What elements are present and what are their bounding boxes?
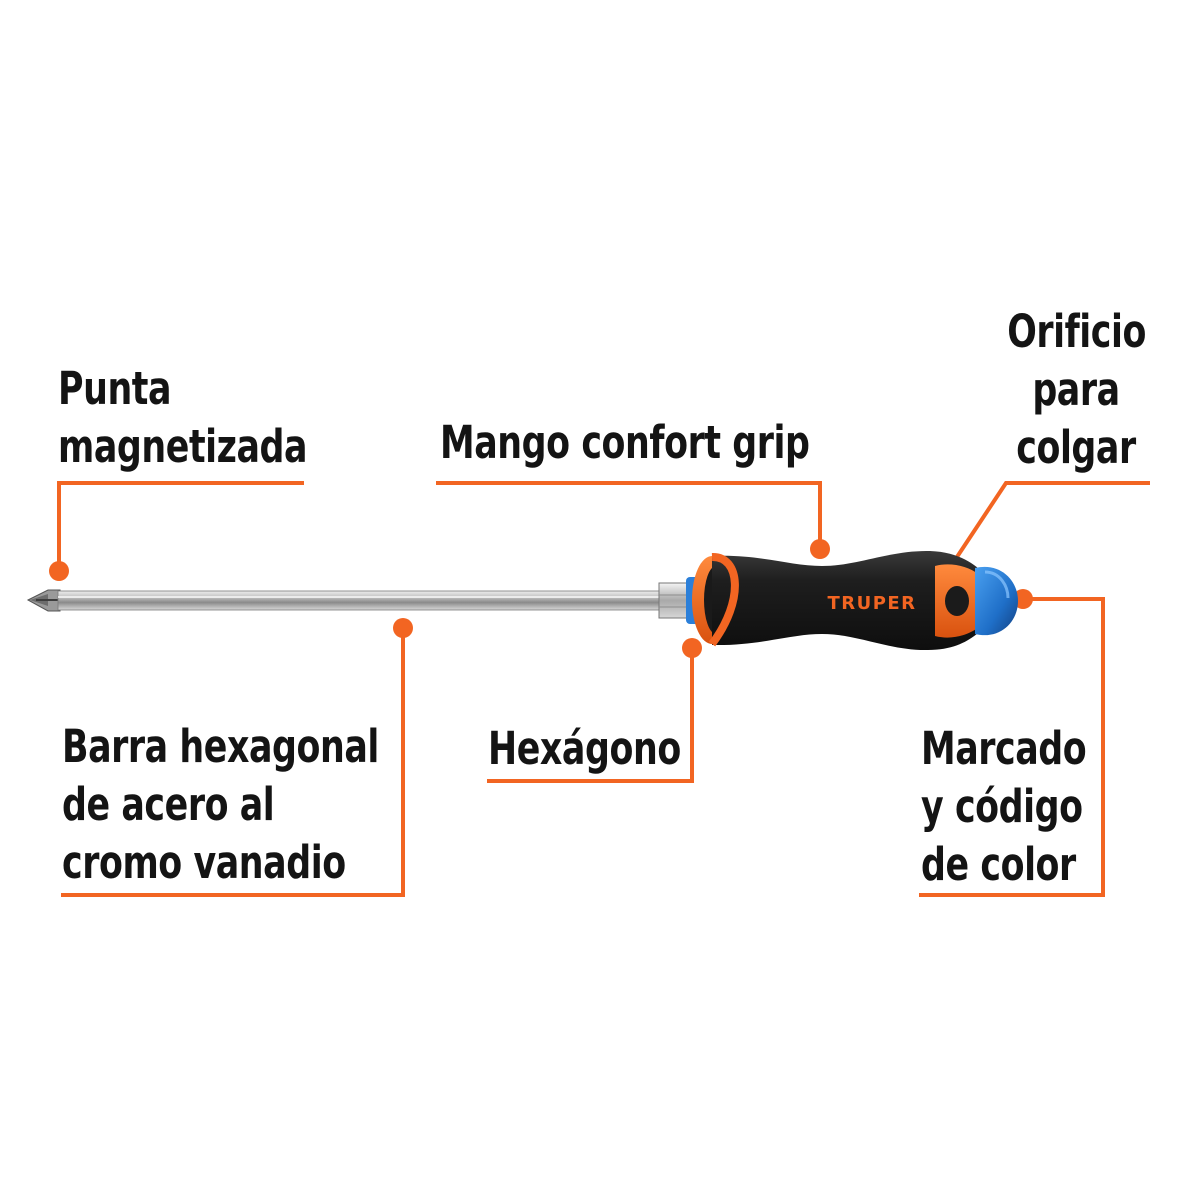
leader-line-tip	[57, 481, 304, 571]
leader-lines	[57, 481, 1150, 897]
callout-color-code-label: Marcado y código de color	[921, 722, 1087, 891]
callout-tip-label: Punta magnetizada	[58, 362, 308, 473]
phillips-screwdriver-icon: TRUPER	[26, 550, 1018, 651]
leader-line-handle	[436, 481, 822, 548]
handle-grip	[712, 550, 985, 651]
leader-line-bar	[61, 628, 405, 897]
callout-handle-label: Mango confort grip	[440, 416, 810, 469]
leader-dot-handle	[810, 539, 830, 559]
color-code-cap	[975, 566, 1018, 636]
brand-wordmark: TRUPER	[827, 593, 916, 614]
leader-line-color-code	[919, 597, 1105, 897]
hanging-hole	[945, 586, 969, 616]
leader-dot-hexagon	[682, 638, 702, 658]
leader-dot-color-code	[1013, 589, 1033, 609]
leader-dot-bar	[393, 618, 413, 638]
leader-line-hexagon	[487, 648, 694, 783]
leader-line-hole	[949, 481, 1150, 568]
callout-hole-label: Orificio para colgar	[1007, 305, 1146, 474]
hexagon-bolster	[658, 582, 689, 619]
callout-bar-label: Barra hexagonal de acero al cromo vanadi…	[62, 720, 379, 889]
hex-bar	[57, 590, 663, 611]
callout-hexagon-label: Hexágono	[488, 722, 681, 775]
leader-dot-tip	[49, 561, 69, 581]
